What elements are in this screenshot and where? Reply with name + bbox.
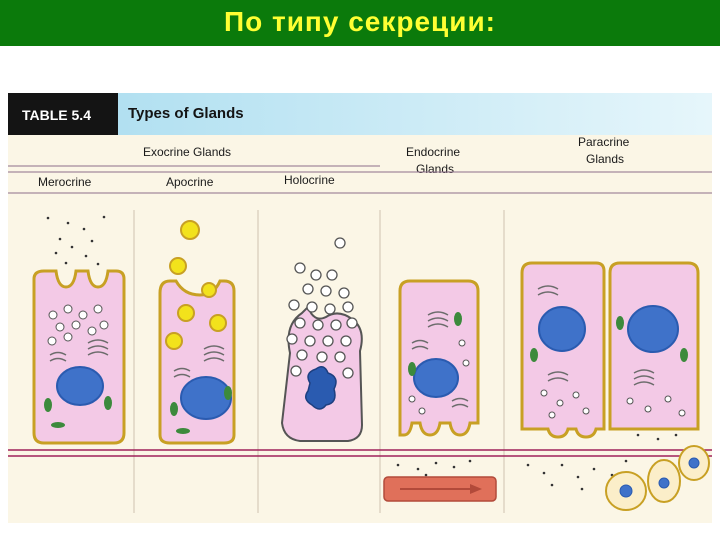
paracrine-organelles [537, 285, 655, 386]
holocrine-nucleus [305, 366, 337, 410]
endocrine-label-line1: Endocrine [406, 145, 460, 159]
endocrine-label-line2: Glands [416, 162, 454, 176]
holocrine-label: Holocrine [284, 173, 335, 187]
merocrine-vesicles [47, 304, 109, 346]
endocrine-vesicles [408, 339, 470, 415]
apocrine-cell [158, 220, 236, 445]
endocrine-secretion-dots [396, 459, 472, 477]
paracrine-label-line2: Glands [586, 152, 624, 166]
holocrine-cell [280, 237, 364, 442]
merocrine-cell [32, 215, 126, 445]
target-cells [605, 445, 710, 511]
endocrine-nucleus [413, 358, 459, 398]
apocrine-organelles [173, 345, 225, 378]
paracrine-cells [520, 261, 710, 511]
exocrine-label: Exocrine Glands [143, 145, 231, 159]
merocrine-secretion-dots [46, 215, 106, 266]
table-heading: Types of Glands [128, 105, 244, 122]
blood-flow-arrow-head [470, 484, 482, 494]
slide-title: По типу секреции: [224, 6, 496, 37]
apocrine-vesicles [165, 220, 227, 350]
table-header-strip [8, 93, 712, 135]
paracrine-nucleus-left [538, 306, 586, 352]
merocrine-organelles [49, 339, 109, 362]
column-dividers [133, 210, 505, 513]
title-bar [0, 0, 720, 46]
holocrine-vesicles [286, 237, 358, 379]
merocrine-label: Merocrine [38, 175, 92, 189]
endocrine-cell [383, 279, 497, 502]
paracrine-vesicles [540, 389, 686, 419]
paracrine-label-line1: Paracrine [578, 135, 630, 149]
basement-lines [8, 449, 712, 457]
merocrine-nucleus [56, 366, 104, 406]
apocrine-label: Apocrine [166, 175, 214, 189]
glands-diagram: TABLE 5.4 Types of Glands Exocrine Gland… [8, 93, 712, 523]
paracrine-nucleus-right [627, 305, 679, 353]
endocrine-organelles [411, 311, 469, 408]
table-number: TABLE 5.4 [22, 107, 91, 123]
table-number-box [8, 93, 118, 135]
paracrine-secretion-dots [526, 433, 678, 491]
glands-figure: TABLE 5.4 Types of Glands Exocrine Gland… [8, 93, 712, 523]
apocrine-nucleus [180, 376, 232, 420]
